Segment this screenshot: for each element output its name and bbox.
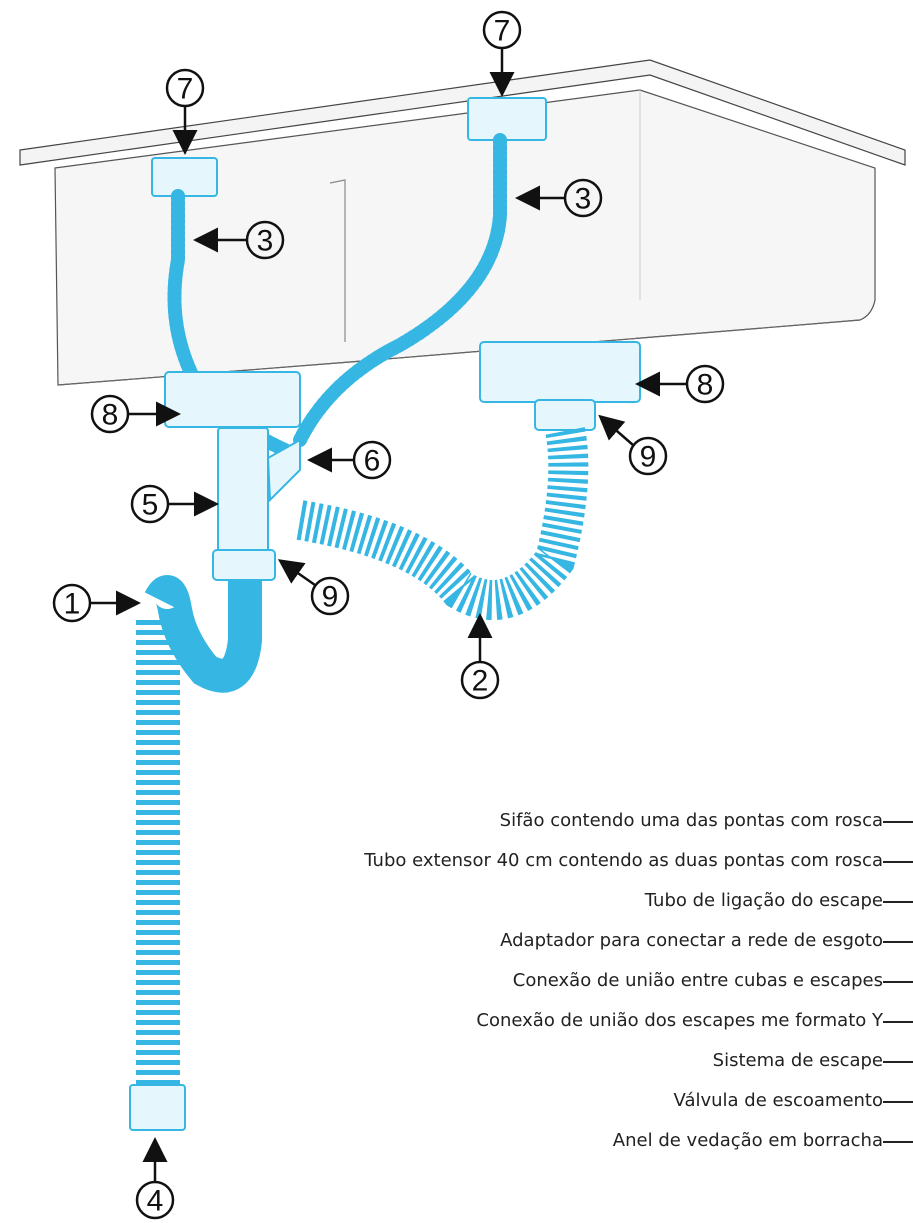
legend-label: Válvula de escoamento xyxy=(673,1090,883,1111)
callout-9-left xyxy=(277,559,350,616)
drain-valve-right xyxy=(479,341,641,403)
callout-num-3-right: 3 xyxy=(575,183,592,216)
callout-2 xyxy=(460,613,500,700)
legend-item: Tubo de ligação do escape xyxy=(644,890,913,911)
legend-label: Tubo extensor 40 cm contendo as duas pon… xyxy=(364,850,883,871)
callout-3-left xyxy=(193,220,285,260)
extension-hose xyxy=(296,426,589,620)
legend-label: Sistema de escape xyxy=(712,1050,883,1071)
drain-valve-left xyxy=(164,371,301,428)
callout-num-5: 5 xyxy=(142,489,159,522)
callout-num-8-left: 8 xyxy=(102,399,119,432)
legend-label: Conexão de união entre cubas e escapes xyxy=(512,970,883,991)
callout-9-right xyxy=(598,414,668,476)
callout-8-right xyxy=(635,364,725,404)
callout-7-right xyxy=(482,10,522,97)
callout-7-left xyxy=(165,68,205,155)
callout-6 xyxy=(307,440,392,480)
legend-item: Válvula de escoamento xyxy=(673,1090,913,1111)
legend-item: Conexão de união dos escapes me formato … xyxy=(476,1010,913,1031)
seal-ring-left xyxy=(212,549,276,581)
callout-8-left xyxy=(90,394,181,434)
legend-label: Anel de vedação em borracha xyxy=(612,1130,883,1151)
overflow-fitting-right xyxy=(467,97,547,141)
siphon xyxy=(144,575,262,693)
callout-4 xyxy=(135,1137,175,1220)
legend-item: Anel de vedação em borracha xyxy=(612,1130,913,1151)
drain-system xyxy=(129,97,641,1131)
callout-num-7-left: 7 xyxy=(177,73,194,106)
callouts xyxy=(52,10,725,1220)
legend-label: Conexão de união dos escapes me formato … xyxy=(476,1010,883,1031)
legend-item: Sistema de escape xyxy=(712,1050,913,1071)
callout-num-4: 4 xyxy=(147,1185,164,1218)
callout-num-6: 6 xyxy=(364,445,381,478)
legend-item: Adaptador para conectar a rede de esgoto xyxy=(500,930,913,951)
callout-1 xyxy=(52,583,141,623)
seal-ring-right xyxy=(534,399,596,431)
legend-label: Sifão contendo uma das pontas com rosca xyxy=(499,810,883,831)
overflow-fitting-left xyxy=(151,157,218,197)
callout-numbers: 7 7 3 3 8 8 9 6 5 9 1 2 4 xyxy=(64,15,714,1218)
callout-num-8-right: 8 xyxy=(697,369,714,402)
callout-num-9-left: 9 xyxy=(322,581,339,614)
legend-item: Tubo extensor 40 cm contendo as duas pon… xyxy=(364,850,913,871)
callout-3-right xyxy=(515,178,603,218)
callout-num-1: 1 xyxy=(64,588,81,621)
callout-num-2: 2 xyxy=(472,665,489,698)
vertical-body xyxy=(217,427,269,559)
legend-label: Adaptador para conectar a rede de esgoto xyxy=(500,930,883,951)
callout-num-9-right: 9 xyxy=(640,441,657,474)
y-connector xyxy=(266,438,301,503)
sewer-adapter xyxy=(129,1084,186,1131)
callout-5 xyxy=(130,484,219,524)
legend-item: Sifão contendo uma das pontas com rosca xyxy=(499,810,913,831)
legend-label: Tubo de ligação do escape xyxy=(644,890,883,911)
double-sink xyxy=(19,59,906,386)
overflow-tube-right xyxy=(293,133,507,447)
callout-num-3-left: 3 xyxy=(257,225,274,258)
callout-num-7-right: 7 xyxy=(494,15,511,48)
legend-item: Conexão de união entre cubas e escapes xyxy=(512,970,913,991)
